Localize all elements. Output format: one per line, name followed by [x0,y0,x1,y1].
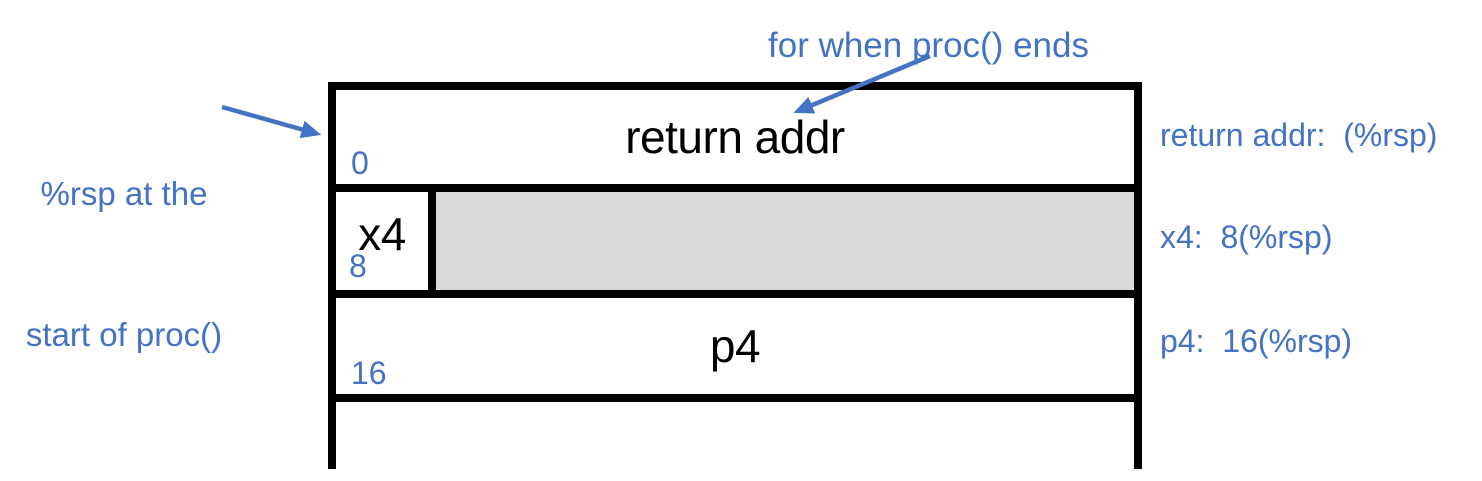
stack-box: return addr 0 x4 8 p4 16 [328,82,1142,469]
x4-label: x4 [358,208,406,260]
offset-0-label: 0 [351,145,369,181]
addressing-x4: x4: 8(%rsp) [1160,219,1333,255]
p4-label: p4 [709,320,761,372]
proc-ends-note: for when proc() ends [768,26,1089,65]
shaded-padding-region [436,192,1134,290]
stack-row-p4: p4 16 [336,298,1134,402]
rsp-start-note-line2: start of proc() [25,316,223,353]
stack-row-x4: x4 8 [336,192,1134,298]
return-addr-label: return addr [625,111,845,163]
x4-cell: x4 8 [336,192,436,290]
stack-row-return-addr: return addr 0 [336,90,1134,192]
addressing-return-addr: return addr: (%rsp) [1160,117,1438,153]
stack-row-empty [336,402,1134,469]
offset-16-label: 16 [351,355,387,391]
addressing-p4: p4: 16(%rsp) [1160,323,1353,359]
rsp-start-note: %rsp at the start of proc() [6,76,242,452]
offset-8-label: 8 [349,248,367,284]
rsp-start-note-line1: %rsp at the [40,175,208,212]
